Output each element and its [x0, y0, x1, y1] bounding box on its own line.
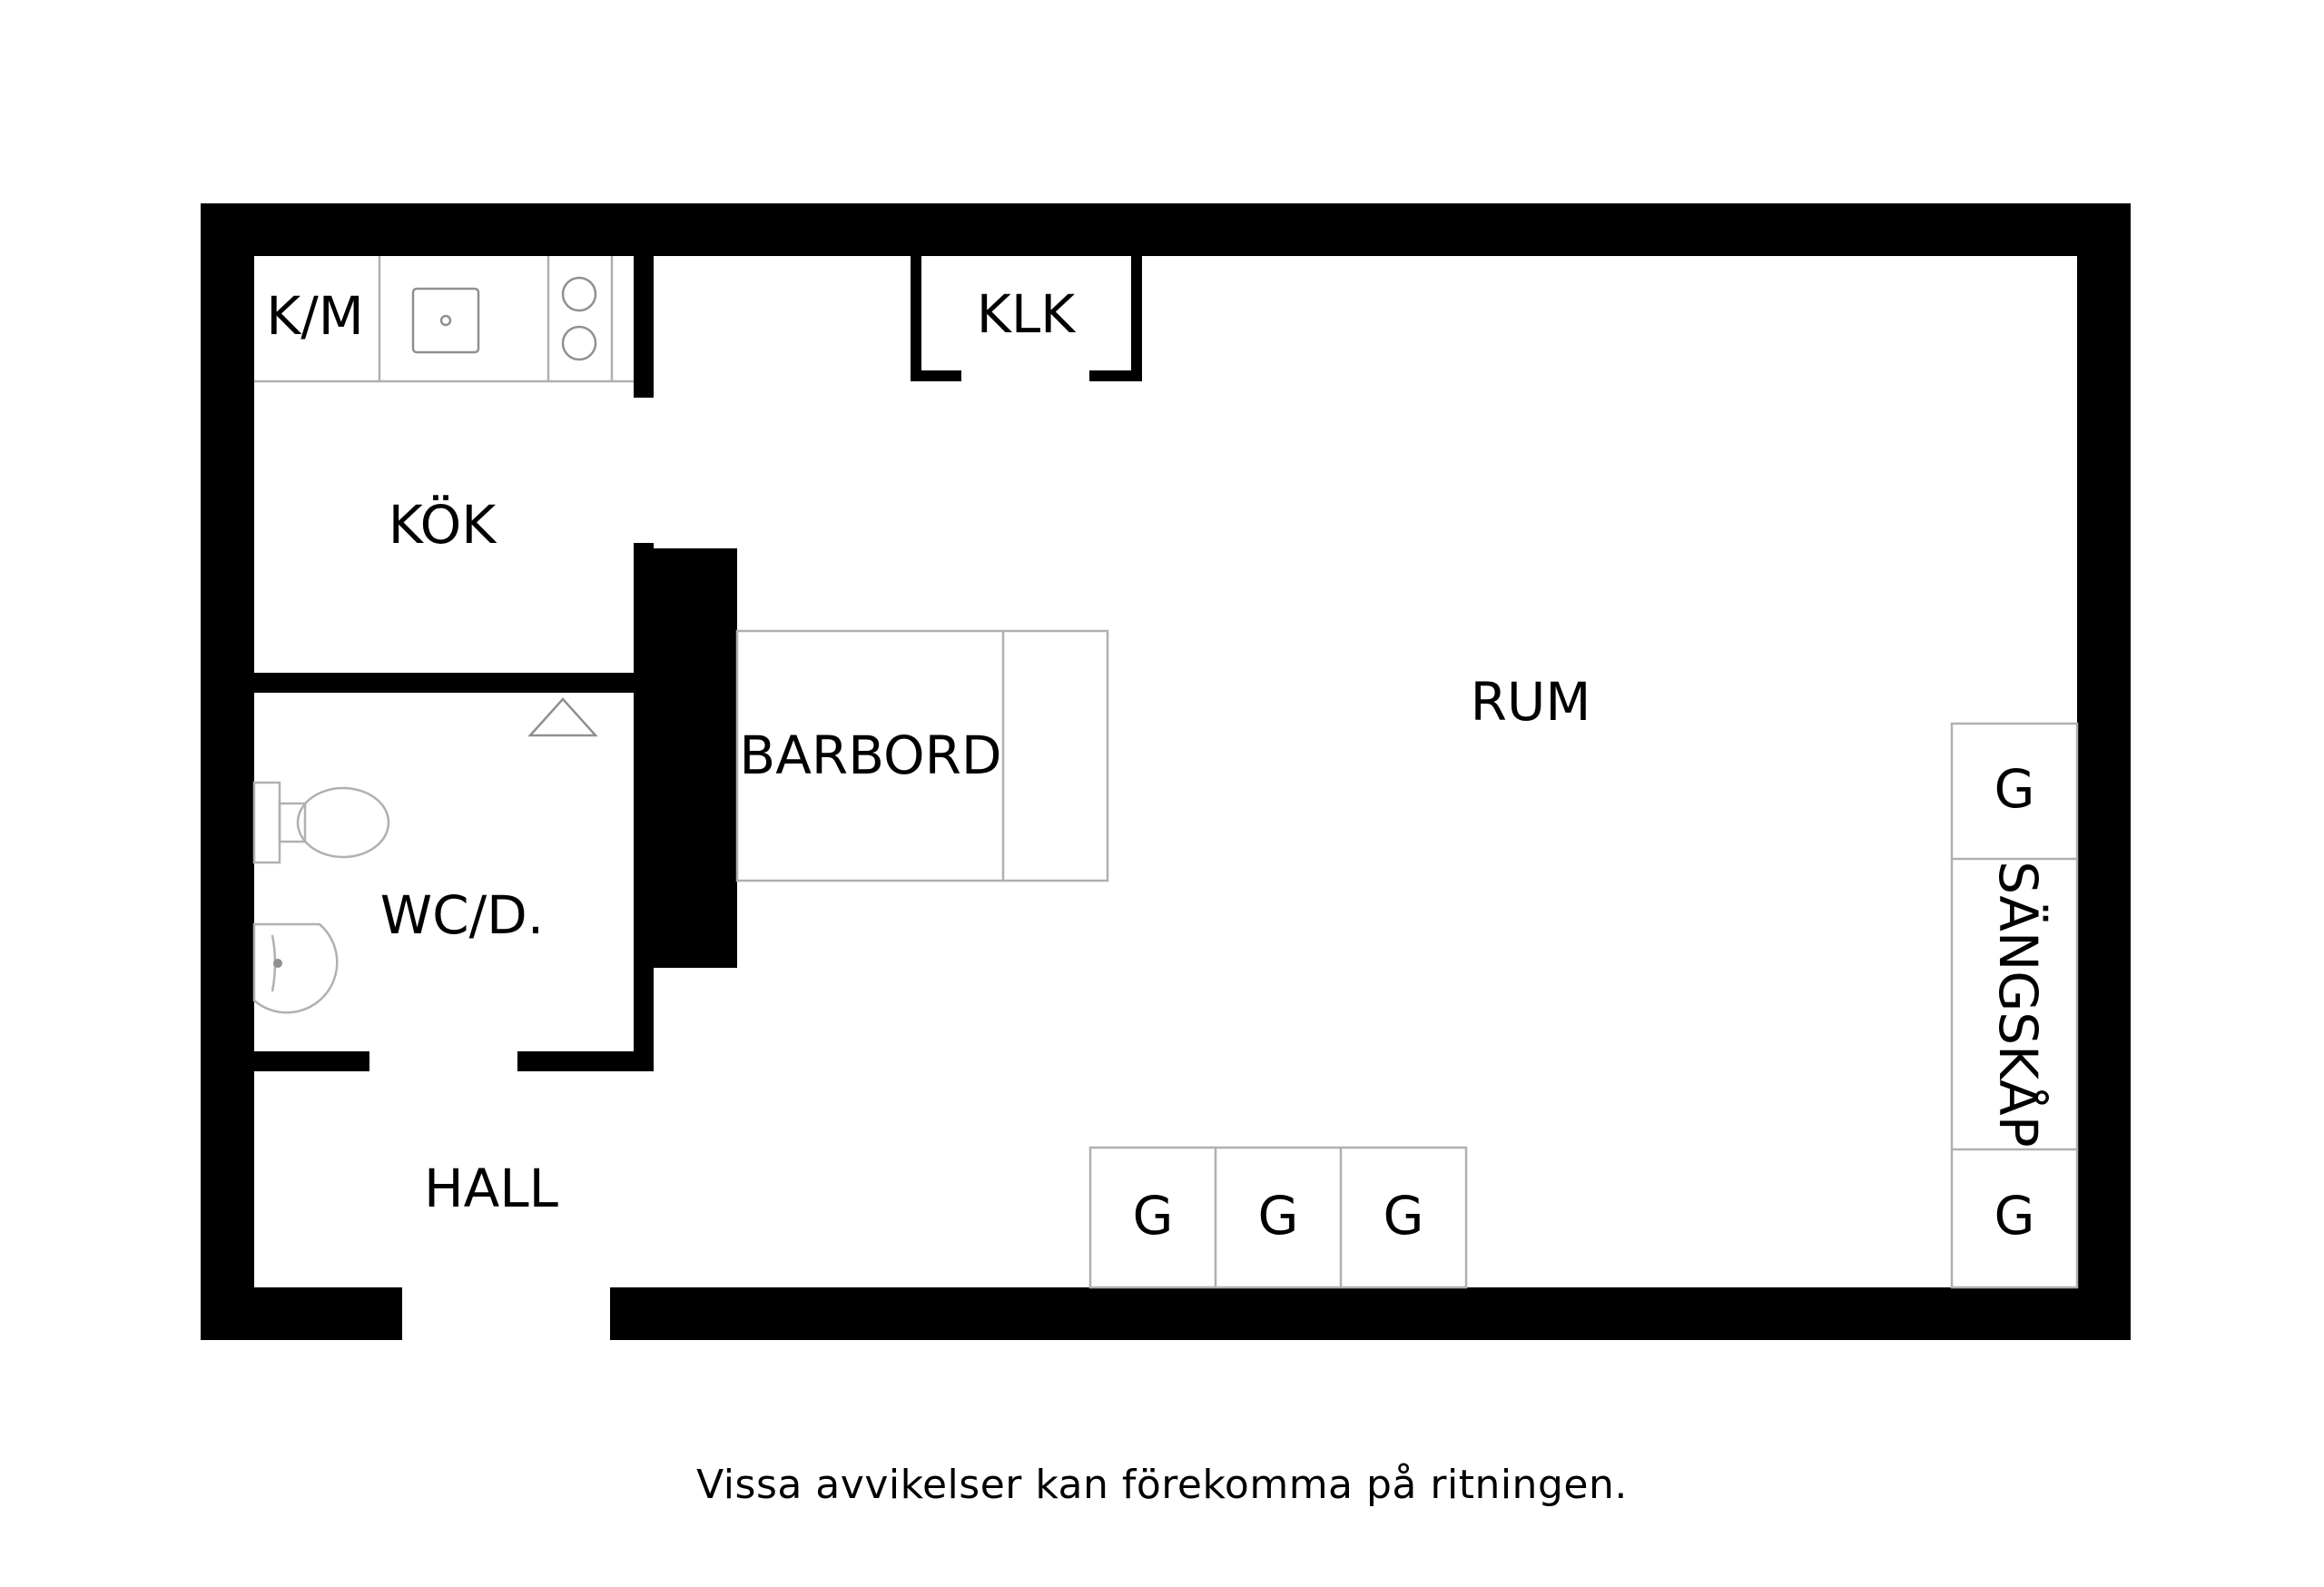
label-rum: RUM	[1471, 671, 1591, 733]
bathroom-hall-wall-left	[254, 1051, 369, 1071]
kitchen-divider-lower	[634, 543, 654, 1070]
closet-klk	[911, 256, 1142, 381]
label-wardrobe-right-bottom: G	[1994, 1185, 2035, 1247]
outer-wall-top	[201, 203, 2131, 256]
bathroom-hall-wall-right	[517, 1051, 654, 1071]
outer-walls	[201, 203, 2131, 1340]
bar-counter-wall	[654, 548, 737, 968]
label-wardrobe-g1: G	[1133, 1185, 1174, 1247]
bar-table	[735, 629, 1109, 882]
interior-walls	[254, 256, 737, 1071]
label-km: K/M	[266, 285, 364, 347]
label-wcd: WC/D.	[380, 884, 545, 946]
closet-wall-bottom-right	[1089, 370, 1142, 381]
stove-icon	[561, 276, 597, 361]
wardrobe-row-bottom	[1088, 1146, 1468, 1289]
closet-wall-right	[1131, 256, 1142, 381]
bathroom-fixtures	[252, 697, 598, 1014]
toilet-icon	[252, 781, 390, 864]
label-wardrobe-right-top: G	[1994, 758, 2035, 820]
label-barbord: BARBORD	[739, 724, 1001, 786]
kitchen-divider-upper	[634, 256, 654, 398]
sink-icon	[411, 287, 480, 354]
outer-wall-left	[201, 203, 254, 1340]
closet-wall-bottom-left	[911, 370, 961, 381]
outer-wall-bottom-right	[610, 1287, 2131, 1340]
triangle-marker-icon	[527, 697, 598, 737]
label-kok: KÖK	[389, 494, 498, 556]
outer-wall-right	[2077, 203, 2131, 1340]
label-hall: HALL	[424, 1158, 558, 1219]
label-wardrobe-g3: G	[1384, 1185, 1424, 1247]
wardrobe-column-right	[1950, 722, 2079, 1289]
label-klk: KLK	[977, 283, 1077, 345]
kitchen-bathroom-wall	[254, 673, 635, 693]
kitchen-counter	[254, 256, 634, 383]
outer-wall-bottom-left	[201, 1287, 402, 1340]
washbasin-icon	[252, 922, 339, 1014]
label-sangskap: SÄNGSKÅP	[1987, 861, 2050, 1147]
label-wardrobe-g2: G	[1258, 1185, 1299, 1247]
disclaimer-text: Vissa avvikelser kan förekomma på ritnin…	[696, 1462, 1628, 1508]
closet-wall-left	[911, 256, 921, 381]
